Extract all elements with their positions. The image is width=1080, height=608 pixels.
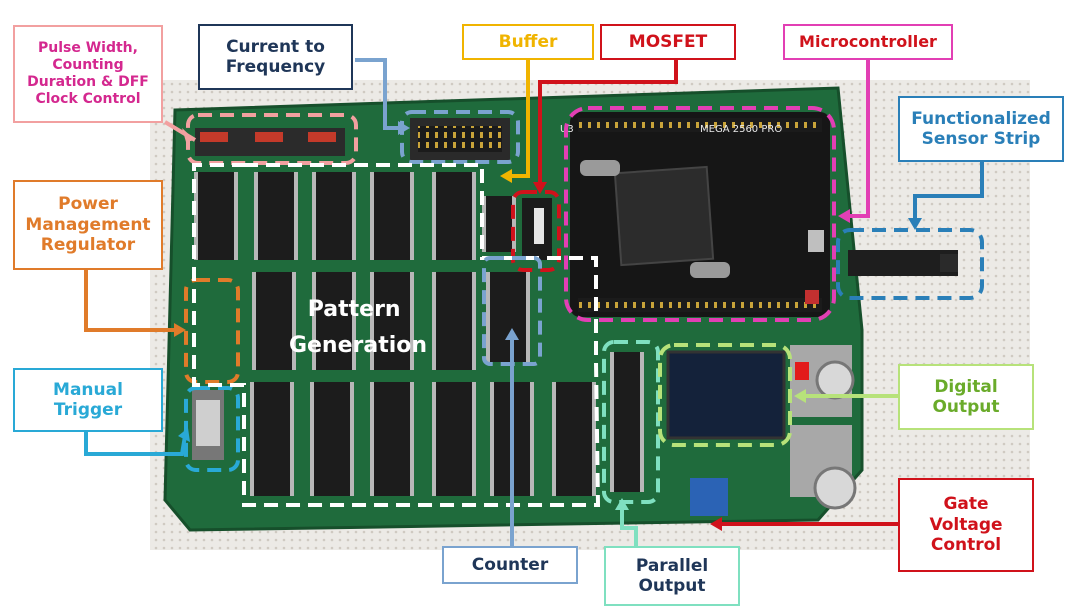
label-power-management: Power Management Regulator xyxy=(13,180,163,270)
outline-digital-output xyxy=(658,343,792,447)
ic-chip xyxy=(258,172,294,260)
ic-pins xyxy=(592,382,596,496)
ic-chip xyxy=(374,272,410,370)
ic-chip xyxy=(254,382,290,496)
label-current-to-frequency: Current to Frequency xyxy=(198,24,353,90)
ic-pins xyxy=(370,272,374,370)
label-pulse-width: Pulse Width, Counting Duration & DFF Clo… xyxy=(13,25,163,123)
ic-pins xyxy=(512,196,516,252)
ic-pins xyxy=(352,272,356,370)
ic-pins xyxy=(292,272,296,370)
ic-pins xyxy=(490,382,494,496)
outline-power-management xyxy=(184,278,240,384)
ic-chip xyxy=(436,172,472,260)
ic-pins xyxy=(432,272,436,370)
ic-pins xyxy=(472,272,476,370)
ic-pins xyxy=(486,272,490,362)
ic-pins xyxy=(294,172,298,260)
outline-current-to-frequency xyxy=(400,110,520,164)
ic-chip xyxy=(374,172,410,260)
leader-sensor-strip xyxy=(913,162,984,222)
header-row-top xyxy=(195,118,510,160)
outline-sensor-strip xyxy=(836,228,984,300)
label-gate-voltage-control: Gate Voltage Control xyxy=(898,478,1034,572)
leader-buffer xyxy=(508,58,530,178)
label-buffer: Buffer xyxy=(462,24,594,60)
label-parallel-output: Parallel Output xyxy=(604,546,740,606)
label-digital-output: Digital Output xyxy=(898,364,1034,430)
oled-display xyxy=(666,350,786,440)
ic-pins xyxy=(472,382,476,496)
leader-manual-trigger xyxy=(84,429,188,456)
leader-current-to-frequency xyxy=(355,58,405,130)
leader-mosfet xyxy=(538,58,678,186)
label-counter: Counter xyxy=(442,546,578,584)
ic-chip xyxy=(256,272,292,370)
ic-chip xyxy=(374,382,410,496)
ic-chip xyxy=(486,196,512,252)
outline-microcontroller xyxy=(564,106,836,322)
ic-pins xyxy=(310,382,314,496)
leader-power-management xyxy=(84,268,178,332)
outline-parallel-output xyxy=(602,340,660,504)
ic-pins xyxy=(370,172,374,260)
ic-chip xyxy=(556,382,592,496)
ic-pins xyxy=(432,172,436,260)
ic-chip xyxy=(614,352,640,492)
leader-parallel-output xyxy=(620,506,638,546)
ic-pins xyxy=(370,382,374,496)
pattern-generation-label: Pattern Generation xyxy=(289,297,427,358)
mcu-board: MEGA 2560 PRO xyxy=(570,112,830,317)
ic-pins xyxy=(312,172,316,260)
label-mosfet: MOSFET xyxy=(600,24,736,60)
ic-pins xyxy=(234,172,238,260)
ic-chip xyxy=(314,382,350,496)
outline-manual-trigger xyxy=(184,386,240,472)
ic-pins xyxy=(410,172,414,260)
ic-chip xyxy=(436,382,472,496)
label-manual-trigger: Manual Trigger xyxy=(13,368,163,432)
ic-pins xyxy=(350,382,354,496)
label-functionalized-sensor-strip: Functionalized Sensor Strip xyxy=(898,96,1064,162)
ic-chip xyxy=(436,272,472,370)
ic-pins xyxy=(312,272,316,370)
ic-pins xyxy=(472,172,476,260)
ic-pins xyxy=(254,172,258,260)
ic-chips xyxy=(194,172,644,496)
ic-pins xyxy=(252,272,256,370)
ic-chip xyxy=(316,272,352,370)
label-microcontroller: Microcontroller xyxy=(783,24,953,60)
ic-pins xyxy=(290,382,294,496)
ic-pins xyxy=(530,382,534,496)
ic-pins xyxy=(432,382,436,496)
ic-chip xyxy=(490,272,526,362)
outline-pattern-generation xyxy=(192,163,601,507)
mcu-board-marking: MEGA 2560 PRO xyxy=(700,124,782,135)
ic-pins xyxy=(250,382,254,496)
outline-mosfet xyxy=(511,190,561,272)
ic-pins xyxy=(552,382,556,496)
sensor-strip xyxy=(848,250,958,276)
ic-chip xyxy=(316,172,352,260)
ic-pins xyxy=(640,352,644,492)
ic-pins xyxy=(410,382,414,496)
ic-pins xyxy=(194,172,198,260)
ic-pins xyxy=(352,172,356,260)
ic-chip xyxy=(198,172,234,260)
ic-pins xyxy=(410,272,414,370)
leader-microcontroller xyxy=(848,58,870,218)
ic-pins xyxy=(610,352,614,492)
ic-pins xyxy=(526,272,530,362)
